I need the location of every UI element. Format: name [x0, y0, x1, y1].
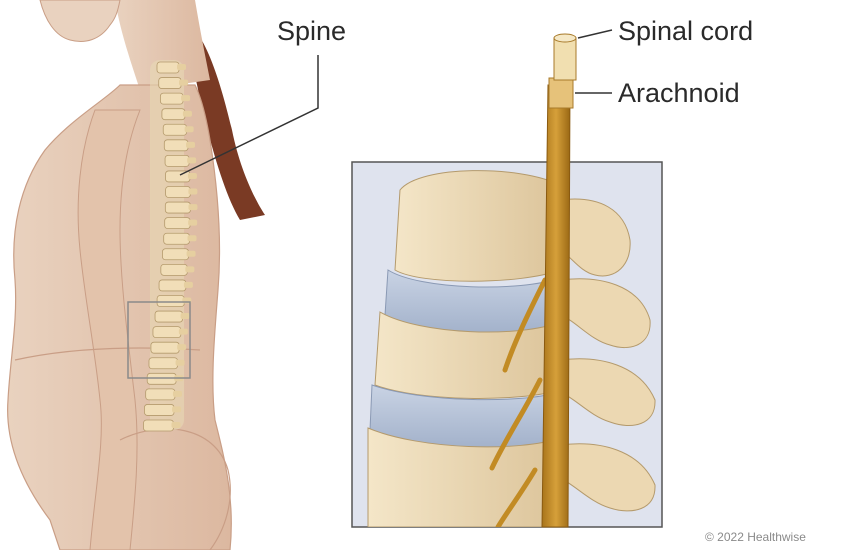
vertebra-process [179, 80, 188, 86]
vertebra [143, 420, 173, 431]
vertebra-process [183, 111, 192, 117]
spinal-cord-leader-line [578, 30, 612, 38]
vertebra-process [172, 406, 181, 412]
vertebra-process [188, 173, 197, 179]
vertebra-process [186, 142, 195, 148]
vertebra-process [188, 220, 197, 226]
vertebra [159, 78, 181, 89]
copyright-notice: © 2022 Healthwise [705, 530, 806, 544]
spine-label: Spine [277, 18, 346, 45]
vertebra-process [188, 204, 197, 210]
spinal-cord-tip [554, 38, 576, 80]
vertebra-process [171, 422, 180, 428]
vertebra [157, 62, 179, 73]
vertebra [162, 109, 185, 120]
vertebra [165, 202, 190, 213]
vertebra-process [173, 391, 182, 397]
vertebra-process [177, 344, 186, 350]
vertebra [146, 389, 175, 400]
vertebra [147, 373, 176, 384]
arachnoid-sheath [549, 78, 573, 108]
spinal-cord-shaft [542, 85, 570, 527]
vertebra-process [187, 251, 196, 257]
vertebra [153, 327, 181, 338]
vertebra [157, 295, 184, 306]
vertebra [155, 311, 183, 322]
vertebra [164, 233, 190, 244]
face [40, 0, 120, 41]
vertebra-process [179, 329, 188, 335]
vertebra [164, 140, 188, 151]
vertebra [161, 264, 188, 275]
vertebra [151, 342, 179, 353]
spine-inset [352, 30, 662, 527]
vertebra [165, 218, 190, 229]
vertebra-process [181, 95, 190, 101]
human-figure [8, 0, 318, 550]
vertebra [163, 124, 186, 135]
vertebra-process [187, 157, 196, 163]
vertebra-process [185, 126, 194, 132]
vertebra-process [176, 360, 185, 366]
vertebra-process [188, 235, 197, 241]
vertebra-body-1 [395, 171, 560, 282]
vertebra [162, 249, 188, 260]
vertebra-process [185, 266, 194, 272]
vertebra [144, 404, 174, 415]
arachnoid-label: Arachnoid [618, 80, 740, 107]
vertebra-process [184, 282, 193, 288]
vertebra [166, 187, 191, 198]
vertebra-process [188, 189, 197, 195]
vertebra [149, 358, 178, 369]
vertebra [160, 93, 183, 104]
vertebra [165, 155, 189, 166]
vertebra-process [177, 64, 186, 70]
spinal-cord-label: Spinal cord [618, 18, 753, 45]
vertebra [159, 280, 186, 291]
vertebra-process [181, 313, 190, 319]
spinal-cord-top [554, 34, 576, 42]
